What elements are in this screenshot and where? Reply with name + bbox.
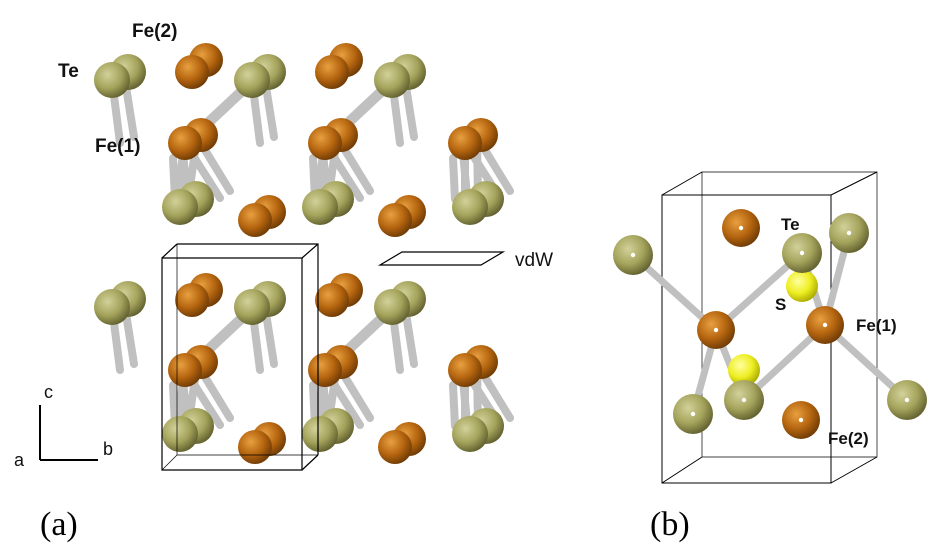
fe2-atom [378,430,412,464]
label-fe1-b: Fe(1) [856,316,897,335]
fe2-atom-highlight [738,225,744,231]
te-atom [162,416,198,452]
fe2-atom [315,283,349,317]
te-atom-highlight [799,250,805,256]
label-te-b: Te [781,215,800,234]
panel-b-unit-cell [661,171,878,484]
axis-label-b: b [103,439,113,459]
te-atom [302,189,338,225]
bond [459,376,471,426]
fe1-atom [308,126,342,160]
fe1-atom [308,353,342,387]
bond [449,154,459,203]
panel-b-structure: Te S Fe(1) Fe(2) (b) [613,171,927,543]
fe1-atom-highlight [713,327,719,333]
label-fe2-b: Fe(2) [828,429,869,448]
fe2-atom [378,203,412,237]
fe2-atom [238,203,272,237]
panel-label-b: (b) [650,506,690,543]
panel-label-a: (a) [40,506,78,543]
bond [459,149,471,199]
s-atom [728,354,760,386]
fe1-atom [448,126,482,160]
bond [449,381,459,430]
te-atom-highlight [630,252,636,258]
panel-a-structure: Fe(2) Te Fe(1) vdW c a b (a) [14,21,553,543]
fe2-atom [175,55,209,89]
te-atom [234,62,270,98]
label-s-b: S [775,295,786,314]
panel-a-unit-cell [161,243,319,471]
fe2-atom [315,55,349,89]
label-fe2: Fe(2) [132,21,177,42]
te-atom-highlight [690,411,696,417]
fe1-atom-highlight [822,322,828,328]
axis-triad [39,405,98,461]
te-atom-highlight [741,397,747,403]
fe1-atom [448,353,482,387]
te-atom-highlight [904,397,910,403]
fe2-atom [238,430,272,464]
te-atom [162,189,198,225]
te-atom [374,289,410,325]
te-atom [452,189,488,225]
vdw-gap-plane [377,251,506,266]
label-fe1: Fe(1) [95,136,140,157]
te-atom-highlight [846,230,852,236]
fe1-atom [168,126,202,160]
fe2-atom [175,283,209,317]
te-atom [452,416,488,452]
s-atom [786,270,818,302]
label-vdw: vdW [515,250,553,271]
fe1-atom [168,353,202,387]
te-atom [234,289,270,325]
te-atom [94,289,130,325]
axis-label-a: a [14,450,25,470]
te-atom [94,62,130,98]
label-te: Te [58,61,79,82]
te-atom [374,62,410,98]
axis-label-c: c [44,382,53,402]
panel-b-atoms [613,209,927,439]
te-atom [302,416,338,452]
fe2-atom-highlight [798,417,804,423]
panel-a-atoms [94,43,504,464]
